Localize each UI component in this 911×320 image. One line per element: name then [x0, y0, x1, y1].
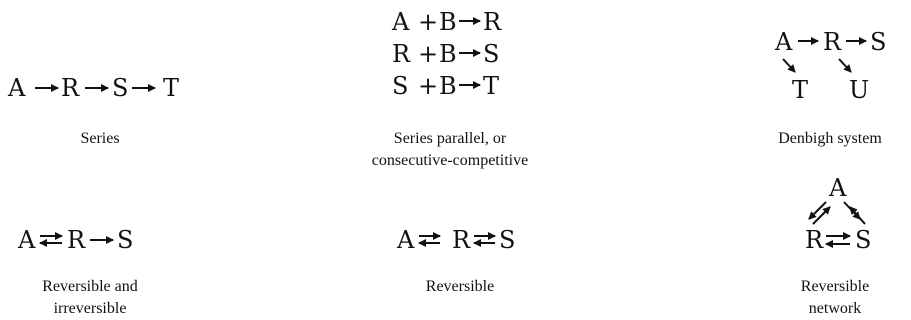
reactant: S	[392, 72, 409, 100]
caption-line: Reversible and	[42, 278, 138, 295]
species-s: S	[870, 28, 887, 56]
product: T	[483, 72, 500, 100]
plus-sign: +	[418, 72, 439, 100]
species-a: A	[775, 28, 793, 56]
arrow-net-as-up	[849, 206, 866, 225]
arrow-denbigh-3	[782, 58, 796, 73]
species-a: A	[8, 74, 26, 102]
caption-series: Series	[40, 128, 160, 150]
caption-series-parallel: Series parallel, or consecutive-competit…	[330, 128, 570, 172]
plus-sign: +	[418, 8, 439, 36]
caption-line: Denbigh system	[778, 130, 882, 147]
caption-reversible: Reversible	[400, 276, 520, 298]
caption-reversible-network: Reversible network	[775, 276, 895, 320]
species-r: R	[823, 28, 842, 56]
caption-line: Reversible	[800, 278, 870, 295]
species-s: S	[499, 226, 516, 254]
species-s: S	[855, 226, 872, 254]
caption-denbigh: Denbigh system	[760, 128, 900, 150]
caption-reversible-irreversible: Reversible and irreversible	[20, 276, 160, 320]
species-r: R	[67, 226, 86, 254]
arrow-net-ra-down	[808, 201, 827, 220]
caption-line: irreversible	[53, 300, 127, 317]
reactant: R	[392, 40, 411, 68]
species-r: R	[61, 74, 80, 102]
species-a: A	[18, 226, 36, 254]
caption-line: network	[808, 300, 862, 317]
co-reactant: B	[439, 8, 457, 36]
species-t: T	[163, 74, 180, 102]
product: R	[483, 8, 502, 36]
caption-line: Series	[80, 130, 120, 147]
species-s: S	[117, 226, 134, 254]
arrow-net-ra-up	[812, 206, 831, 225]
species-a: A	[397, 226, 415, 254]
caption-line: Reversible	[425, 278, 495, 295]
plus-sign: +	[418, 40, 439, 68]
co-reactant: B	[439, 40, 457, 68]
species-t: T	[792, 76, 809, 104]
species-s: S	[112, 74, 129, 102]
caption-line: consecutive-competitive	[371, 152, 529, 169]
co-reactant: B	[439, 72, 457, 100]
reactant: A	[392, 8, 410, 36]
species-a: A	[829, 174, 847, 202]
species-r: R	[805, 226, 824, 254]
species-r: R	[452, 226, 471, 254]
arrow-denbigh-4	[838, 58, 852, 73]
product: S	[483, 40, 500, 68]
species-u: U	[849, 76, 870, 104]
caption-line: Series parallel, or	[393, 130, 507, 147]
